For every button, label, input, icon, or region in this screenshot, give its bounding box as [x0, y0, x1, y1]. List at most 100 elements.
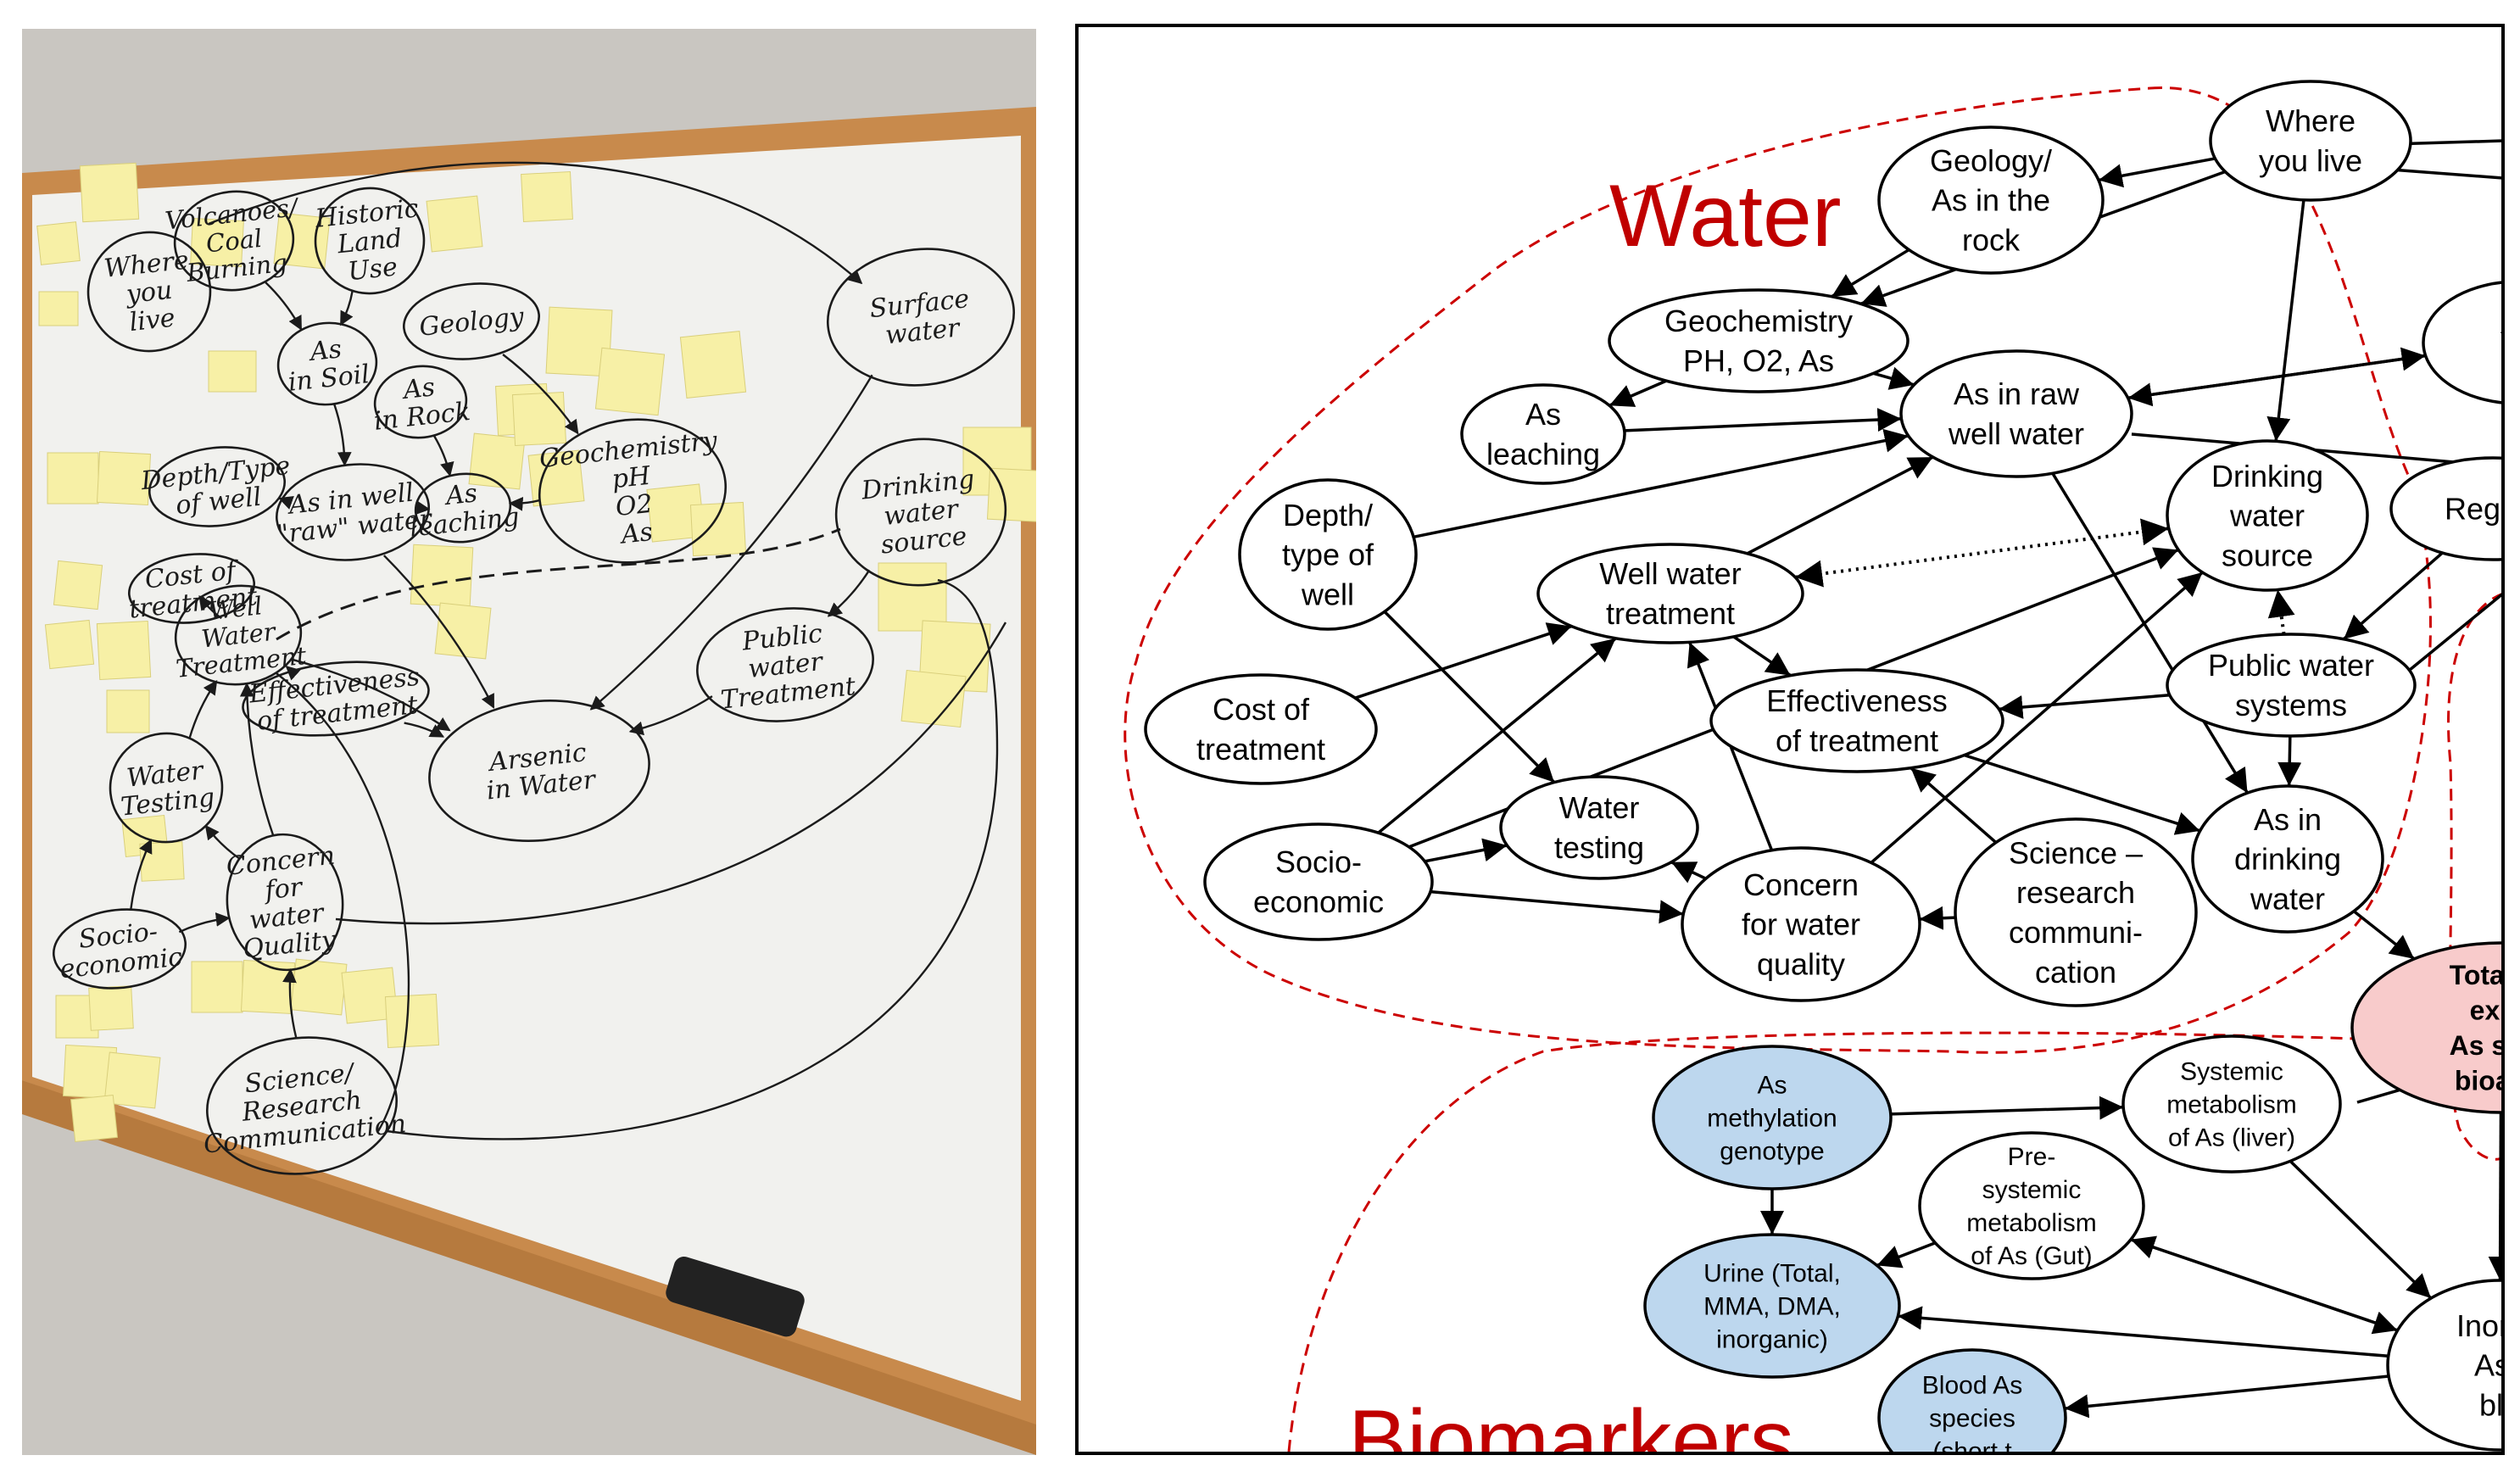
sketch-node-shape	[109, 732, 224, 844]
node-label-line: for water	[1742, 907, 1860, 942]
sticky-note	[384, 993, 440, 1049]
edge-concern-testing	[1670, 861, 1707, 884]
edge-systemic-inorg	[2289, 1160, 2433, 1300]
sketch-node-label: Asleaching	[405, 474, 521, 543]
sketch-node-shape	[242, 661, 430, 737]
sketch-node-label-line: pH	[610, 461, 653, 495]
node-label-line: Concern	[1743, 867, 1859, 902]
node-label: Concern for water quality	[1742, 867, 1860, 982]
sticky-note	[44, 619, 95, 670]
node-label-line: Science –	[2009, 835, 2143, 870]
sticky-note	[545, 306, 613, 377]
sketch-edge	[239, 682, 275, 837]
node-shape	[1681, 846, 1921, 1002]
eraser	[666, 1256, 805, 1337]
node-label-line: metabolism	[2166, 1091, 2296, 1119]
sketch-node-label-line: Use	[347, 252, 399, 287]
sketch-dashed-edge	[276, 527, 841, 641]
sketch-edge	[178, 912, 231, 934]
node-label-line: Drinking	[2211, 459, 2323, 493]
sticky-note	[410, 544, 474, 608]
node-label-line: well water	[1948, 416, 2084, 451]
node-label-line: Well water	[1599, 556, 1741, 591]
node-label-line: MMA, DMA,	[1703, 1293, 1841, 1321]
node-label-line: type of	[1282, 538, 1374, 572]
water-region-boundary	[1123, 86, 2432, 1054]
edge-wwt-effect	[1732, 635, 1792, 677]
edge-science-effect	[1910, 767, 1998, 844]
node-shape	[2191, 784, 2384, 934]
sticky-note	[341, 967, 399, 1024]
sticky-note	[240, 959, 296, 1015]
node-label-line: methylation	[1707, 1105, 1837, 1133]
sketch-node-label-line: for	[262, 873, 305, 906]
sketch-node-label: HistoricLandUse	[313, 193, 426, 289]
node-label-line: research	[2016, 875, 2135, 910]
node-label-line: Total As	[2450, 960, 2503, 990]
sketch-node-shape	[226, 833, 344, 972]
node-inorg: InorgaAs iblo	[2386, 1279, 2503, 1452]
node-label-line: As i	[2474, 1348, 2503, 1383]
node-shape	[1460, 383, 1626, 485]
node-label: Total AsexpoAs specbioavai	[2450, 960, 2503, 1096]
node-label-line: bioavai	[2455, 1066, 2503, 1096]
node-urine: Urine (Total,MMA, DMA,inorganic)	[1643, 1233, 1901, 1379]
edge-public-asdrink	[2277, 735, 2302, 787]
sketch-node-shape	[148, 446, 287, 527]
node-label-line: Water	[1559, 790, 1640, 825]
node-shape	[2121, 1034, 2342, 1174]
sketch-edge	[502, 354, 579, 435]
dotted-edge-public-drinking	[2267, 589, 2295, 635]
whiteboard-sketch: WhereyouliveVolcanoes/CoalBurningHistori…	[22, 29, 1036, 1455]
sketch-node-label-line: Well	[207, 591, 263, 625]
sketch-edge	[508, 496, 541, 511]
node-label-line: Blood As	[1922, 1372, 2022, 1400]
node-label-line: expo	[2470, 995, 2503, 1025]
sticky-note	[103, 1051, 161, 1109]
node-label-line: Pre-	[2008, 1143, 2056, 1171]
sketch-edge	[404, 722, 445, 738]
node-as-soil-cut: Ass	[2422, 281, 2503, 404]
node-label-line: As	[1757, 1072, 1787, 1100]
sticky-note	[139, 841, 185, 882]
sketch-edge	[204, 824, 242, 861]
sketch-node-shape	[276, 463, 430, 561]
sketch-node-label-line: As	[306, 334, 343, 367]
sketch-edge	[827, 569, 871, 617]
sketch-edge	[265, 282, 303, 331]
sticky-note	[878, 562, 947, 632]
node-label-line: quality	[1757, 946, 1845, 981]
node-shape	[1877, 125, 2105, 275]
sticky-note	[36, 221, 81, 265]
marker-tray	[22, 1080, 1036, 1455]
node-shape	[1203, 822, 1434, 941]
sticky-note	[986, 467, 1036, 523]
node-shape	[1954, 817, 2198, 1007]
node-label-line: of As (Gut)	[1971, 1242, 2092, 1270]
node-label-line: communi-	[2009, 915, 2143, 950]
node-shape	[1918, 1131, 2145, 1280]
edge-geochem-leaching	[1608, 379, 1667, 407]
edge-methyl-systemic	[1890, 1096, 2124, 1120]
edge-total-inorg	[2488, 1112, 2503, 1281]
sketch-edge-long	[276, 672, 410, 1132]
sketch-edge-long	[386, 578, 999, 1140]
edge-as_soil_cut-raw	[2127, 354, 2426, 407]
node-label-line: of treatment	[1776, 723, 1938, 758]
node-shape	[2389, 456, 2503, 561]
node-label-line: Systemic	[2180, 1058, 2283, 1086]
sketch-node-shape	[173, 190, 295, 292]
sticky-note	[900, 669, 967, 728]
sketch-node-shape	[127, 553, 256, 624]
sketch-node-drink: Drinkingwatersource	[834, 438, 1007, 587]
